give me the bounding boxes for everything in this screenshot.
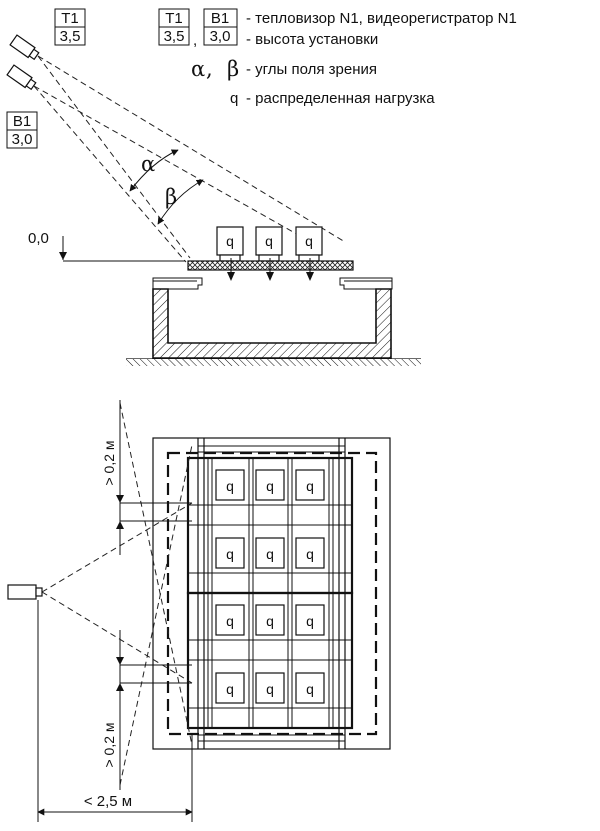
legend-video-tag-height: 3,0 [210,28,231,45]
legend-thermal-tag-name: T1 [165,10,183,27]
plan-load-label: q [226,478,234,494]
legend-devices-text: - тепловизор N1, видеорегистратор N1 [246,10,517,27]
load-arrows [227,258,314,281]
plan-load-label: q [266,681,274,697]
legend-thermal-tag-height: 3,5 [164,28,185,45]
plan-camera-icon [7,584,43,600]
side-load-label: q [305,233,313,249]
plan-load-label: q [306,546,314,562]
legend-comma: , [193,32,197,49]
legend-video-tag: B1 3,0 [203,8,238,46]
dimension-bottom-label: > 0,2 м [101,722,117,767]
camera-thermal-tag-height: 3,5 [60,28,81,45]
beta-angle-label: β [165,185,177,209]
plan-load-label: q [226,613,234,629]
legend: T1 3,5 B1 3,0 , - тепловизор N1, видеоре… [158,8,517,107]
plan-load-label: q [266,613,274,629]
alpha-angle-label: α [141,152,155,176]
slab-supports [152,277,393,290]
plan-view: q q q q q q q q q q q q [7,400,391,822]
camera-video-tag: B1 3,0 [6,111,38,149]
camera-thermal-tag-name: T1 [61,10,79,27]
camera-video-tag-name: B1 [13,113,31,130]
ground-hatch [126,359,421,366]
thermal-camera-icon [9,34,40,61]
side-view: T1 3,5 B1 3,0 α β 0,0 [6,8,421,366]
level-mark: 0,0 [28,230,185,262]
legend-load-text: - распределенная нагрузка [246,90,435,107]
legend-video-tag-name: B1 [211,10,229,27]
plan-dashed-boundary [166,451,378,736]
camera-thermal-tag: T1 3,5 [54,8,86,46]
plan-load-grid [188,458,352,728]
legend-alpha-comma: , [206,57,213,81]
legend-beta-symbol: β [227,57,239,81]
side-load-box [295,226,323,256]
legend-angles-text: - углы поля зрения [246,61,377,78]
legend-thermal-tag: T1 3,5 [158,8,190,46]
plan-view-lines [41,402,193,786]
plan-load-label: q [306,681,314,697]
dimension-bottom: > 0,2 м [101,630,192,790]
plan-load-label: q [226,681,234,697]
plan-load-label: q [226,546,234,562]
plan-load-label: q [306,613,314,629]
level-label: 0,0 [28,230,49,247]
legend-alpha-symbol: α [191,57,205,81]
side-load-boxes: q q q [216,226,323,262]
dimension-horizontal: < 2,5 м [37,600,193,822]
plan-outer-frame [152,437,391,750]
camera-video-tag-height: 3,0 [12,131,33,148]
dimension-horizontal-label: < 2,5 м [84,793,132,810]
dimension-top-label: > 0,2 м [101,440,117,485]
side-load-label: q [226,233,234,249]
dimension-top: > 0,2 м [101,400,192,555]
side-load-box [216,226,244,256]
plan-load-boxes: q q q q q q q q q q q q [215,469,325,704]
legend-height-text: - высота установки [246,31,378,48]
plan-load-label: q [266,546,274,562]
beta-angle-arc: β [157,179,204,225]
legend-q-symbol: q [230,90,238,107]
plan-load-label: q [266,478,274,494]
alpha-angle-arc: α [129,149,179,192]
side-load-box [255,226,283,256]
channel-structure [152,288,392,359]
plan-load-label: q [306,478,314,494]
side-load-label: q [265,233,273,249]
video-camera-icon [6,64,37,91]
